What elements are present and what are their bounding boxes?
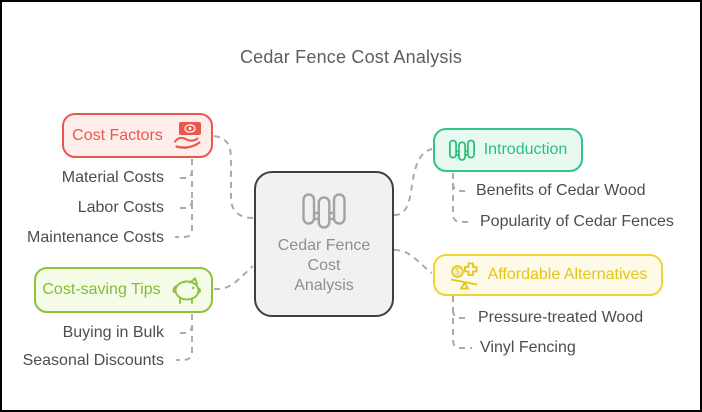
branch-node-affordable-alternatives[interactable]: $ Affordable Alternatives <box>433 254 663 296</box>
branch-label: Introduction <box>483 141 568 158</box>
central-node[interactable]: Cedar Fence Cost Analysis <box>254 171 394 317</box>
connector-cost-saving-center <box>213 265 254 291</box>
money-in-hand-icon <box>172 120 203 151</box>
piggy-bank-icon <box>170 276 205 305</box>
branch-label: Cost Factors <box>72 126 163 144</box>
connector-material-costs <box>175 169 193 179</box>
fence-icon <box>302 192 346 230</box>
central-node-label: Cedar Fence Cost Analysis <box>277 236 371 294</box>
connector-introduction-trunk <box>452 173 472 223</box>
leaf-seasonal-discounts[interactable]: Seasonal Discounts <box>22 352 164 369</box>
cost-benefit-scale-icon: $ <box>449 261 479 290</box>
connector-benefits <box>452 182 469 192</box>
leaf-popularity-cedar-fences[interactable]: Popularity of Cedar Fences <box>480 213 674 230</box>
connector-center-introduction <box>393 148 433 217</box>
leaf-vinyl-fencing[interactable]: Vinyl Fencing <box>480 339 576 356</box>
connector-cost-factors-center <box>213 135 254 219</box>
connector-cost-saving-trunk <box>176 314 193 361</box>
leaf-labor-costs[interactable]: Labor Costs <box>77 199 164 216</box>
leaf-buying-in-bulk[interactable]: Buying in Bulk <box>62 324 164 341</box>
branch-node-cost-factors[interactable]: Cost Factors <box>62 113 213 158</box>
branch-label: Cost-saving Tips <box>42 281 161 298</box>
connector-pressure-wood <box>452 309 470 319</box>
connector-cost-factors-trunk <box>175 159 193 238</box>
connector-buying-bulk <box>176 324 193 334</box>
branch-node-cost-saving-tips[interactable]: Cost-saving Tips <box>34 267 213 313</box>
branch-label: Affordable Alternatives <box>487 266 648 283</box>
leaf-benefits-cedar-wood[interactable]: Benefits of Cedar Wood <box>476 182 646 199</box>
branch-node-introduction[interactable]: Introduction <box>433 128 583 172</box>
fence-icon <box>448 137 475 164</box>
svg-text:$: $ <box>455 266 460 276</box>
connector-affordable-trunk <box>452 296 472 349</box>
page-title: Cedar Fence Cost Analysis <box>239 47 463 67</box>
leaf-pressure-treated-wood[interactable]: Pressure-treated Wood <box>478 309 644 326</box>
leaf-maintenance-costs[interactable]: Maintenance Costs <box>27 229 164 246</box>
leaf-material-costs[interactable]: Material Costs <box>61 169 164 186</box>
connector-center-affordable <box>393 249 433 274</box>
connector-labor-costs <box>175 199 193 209</box>
